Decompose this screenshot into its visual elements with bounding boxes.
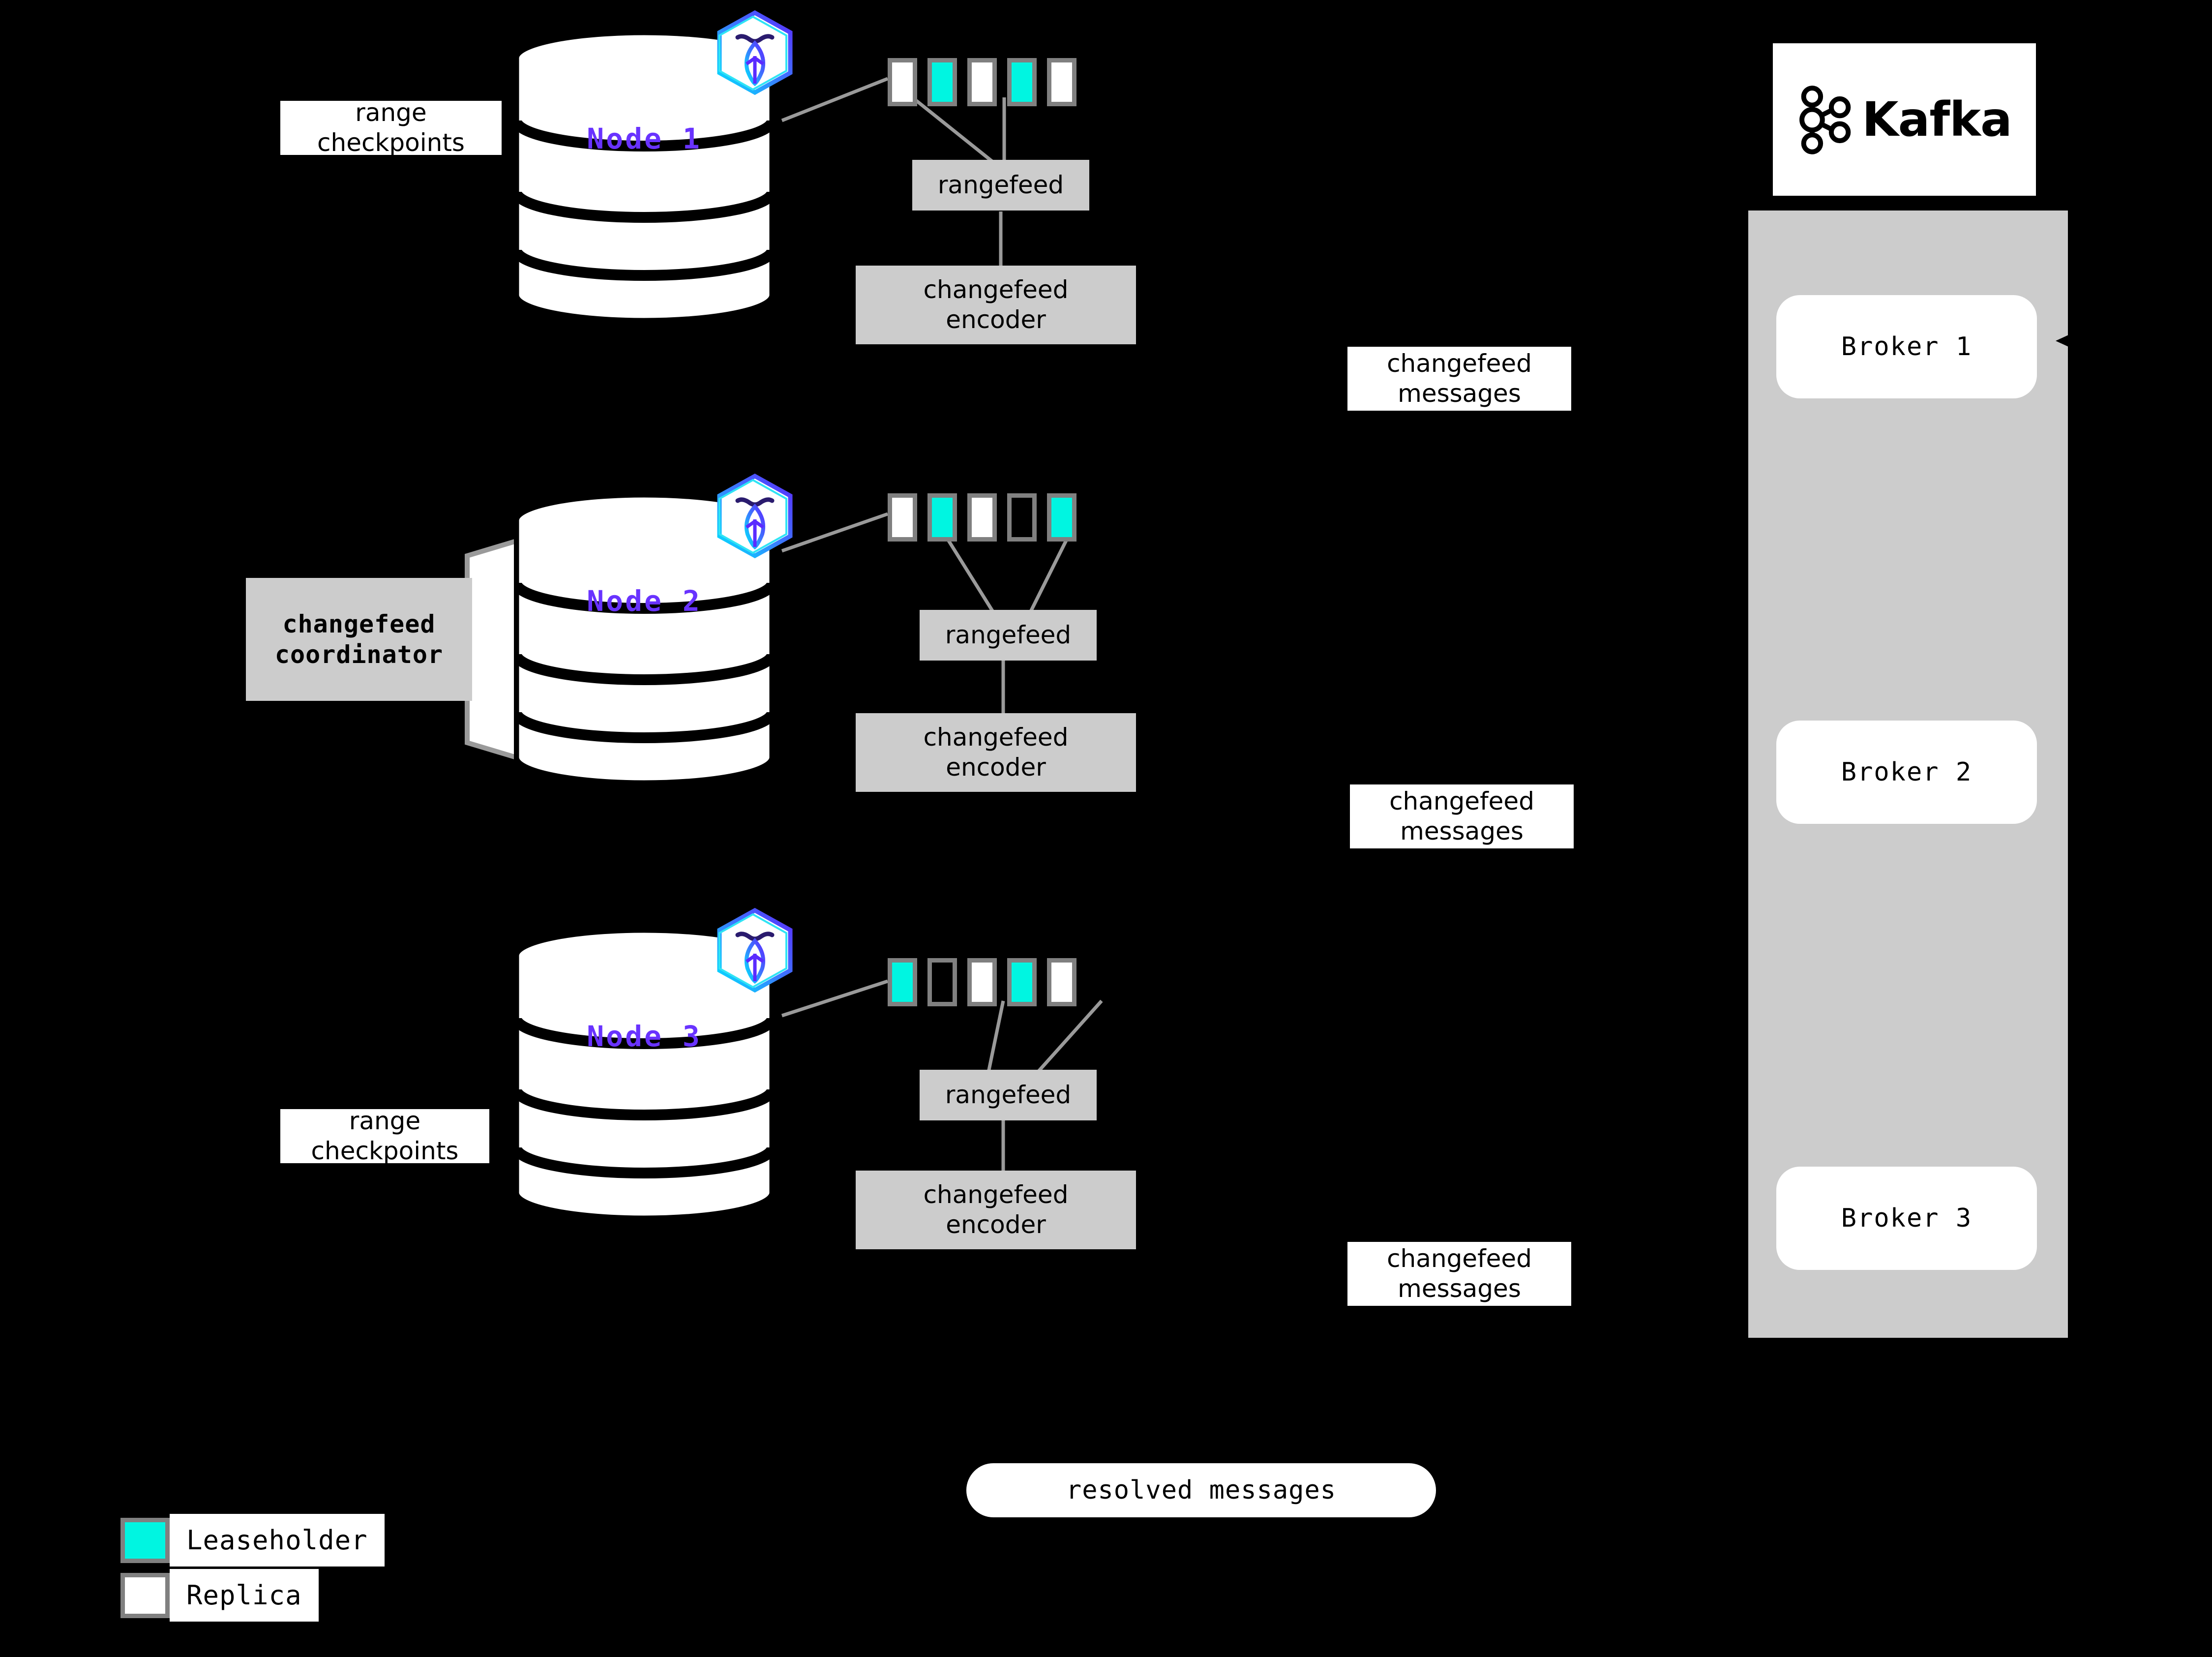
legend-swatch-leaseholder (120, 1517, 170, 1563)
range-strip (888, 958, 1076, 1006)
cockroachdb-hex-icon (713, 906, 797, 995)
legend-item-leaseholder: Leaseholder (120, 1514, 385, 1567)
range-strip (888, 493, 1076, 542)
kafka-inbound-arrow-icon (2056, 330, 2080, 352)
range-checkpoints-text: range checkpoints (317, 98, 465, 157)
rangefeed-box[interactable]: rangefeed (912, 160, 1089, 211)
range-box[interactable] (1007, 58, 1037, 106)
legend-swatch-replica (120, 1572, 170, 1618)
resolved-messages-pill[interactable]: resolved messages (966, 1463, 1436, 1517)
node-cylinder: Node 2 (514, 492, 775, 787)
range-checkpoints-label: range checkpoints (280, 98, 502, 157)
range-box[interactable] (1007, 493, 1037, 542)
changefeed-encoder-box[interactable]: changefeed encoder (856, 266, 1136, 344)
legend-label-replica: Replica (170, 1569, 319, 1622)
cockroachdb-hex-icon (713, 9, 797, 97)
range-box[interactable] (927, 493, 957, 542)
broker-box-2[interactable]: Broker 2 (1776, 721, 2037, 824)
range-box[interactable] (1047, 58, 1076, 106)
changefeed-coordinator-box[interactable]: changefeed coordinator (246, 578, 472, 701)
range-box[interactable] (888, 58, 917, 106)
kafka-logo: Kafka (1773, 43, 2036, 196)
range-box[interactable] (927, 958, 957, 1006)
broker-box-1[interactable]: Broker 1 (1776, 295, 2037, 398)
changefeed-encoder-box[interactable]: changefeed encoder (856, 1171, 1136, 1249)
changefeed-messages-label-2: changefeed messages (1350, 784, 1574, 848)
changefeed-messages-label-1: changefeed messages (1347, 347, 1571, 411)
kafka-nodes-icon (1799, 85, 1851, 154)
range-box[interactable] (1047, 493, 1076, 542)
range-checkpoints-text: range checkpoints (311, 1107, 459, 1165)
range-box[interactable] (888, 958, 917, 1006)
changefeed-messages-label-3: changefeed messages (1347, 1242, 1571, 1306)
kafka-wordmark: Kafka (1862, 92, 2012, 147)
changefeed-encoder-box[interactable]: changefeed encoder (856, 713, 1136, 792)
broker-box-3[interactable]: Broker 3 (1776, 1167, 2037, 1270)
range-box[interactable] (967, 493, 997, 542)
range-box[interactable] (967, 958, 997, 1006)
range-box[interactable] (927, 58, 957, 106)
range-box[interactable] (888, 493, 917, 542)
range-box[interactable] (1007, 958, 1037, 1006)
cockroachdb-hex-icon (713, 472, 797, 561)
range-box[interactable] (967, 58, 997, 106)
rangefeed-box[interactable]: rangefeed (920, 610, 1097, 661)
range-box[interactable] (1047, 958, 1076, 1006)
rangefeed-box[interactable]: rangefeed (920, 1070, 1097, 1120)
legend-item-replica: Replica (120, 1569, 319, 1622)
legend-label-leaseholder: Leaseholder (170, 1514, 385, 1567)
range-checkpoints-label: range checkpoints (280, 1107, 489, 1165)
node-cylinder: Node 3 (514, 927, 775, 1222)
range-strip (888, 58, 1076, 106)
